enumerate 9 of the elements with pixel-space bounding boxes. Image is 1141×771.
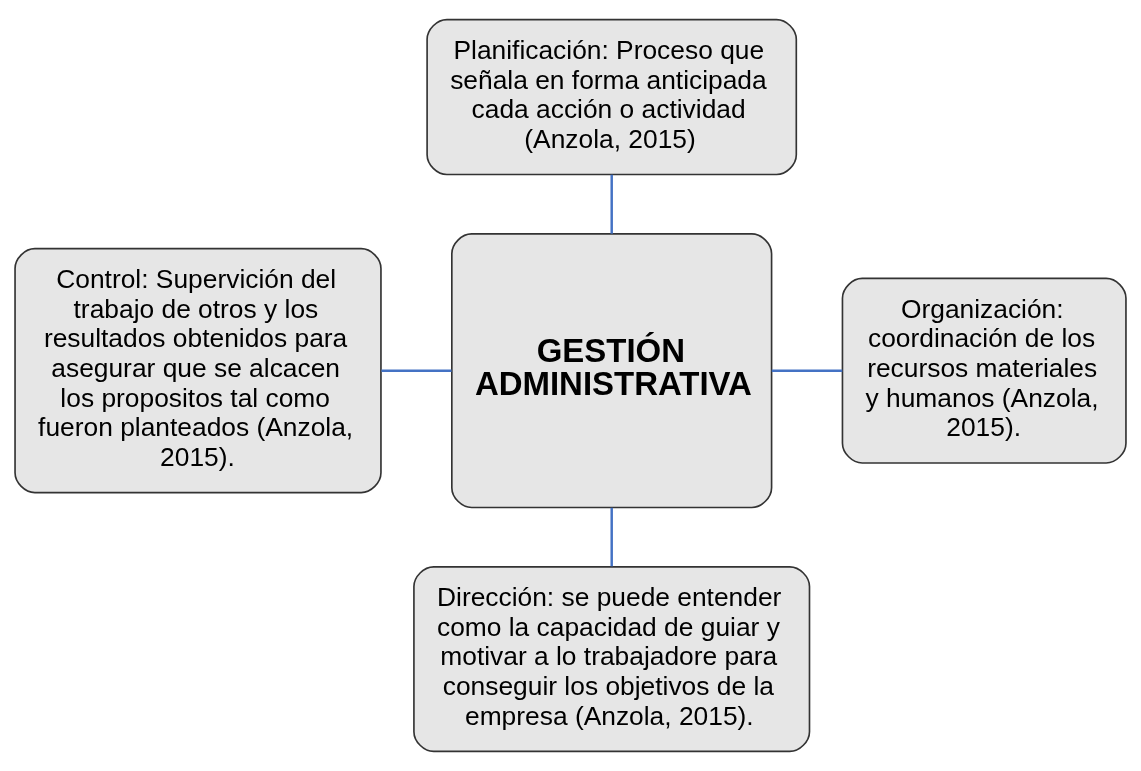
connector: [771, 369, 843, 372]
connector: [381, 369, 452, 372]
node-box: GESTIÓN ADMINISTRATIVA: [451, 233, 773, 509]
connector: [610, 174, 613, 234]
node-box: Organización: coordinación de los recursos materiales y humanos (Anzola, 2015).: [841, 277, 1127, 464]
node-box: Dirección: se puede entender como la capacidad de guiar y motivar a lo trabajadore para conseguir los objetivos de la empresa (Anzola, 2015).: [413, 566, 811, 753]
connector: [610, 507, 613, 567]
node-box: Control: Supervición del trabajo de otros y los resultados obtenidos para asegurar que se alcacen los propositos tal como fueron planteados (Anzola, 2015).: [14, 247, 382, 494]
node-box: Planificación: Proceso que señala en forma anticipada cada acción o actividad (Anzola, 2015): [426, 18, 798, 176]
